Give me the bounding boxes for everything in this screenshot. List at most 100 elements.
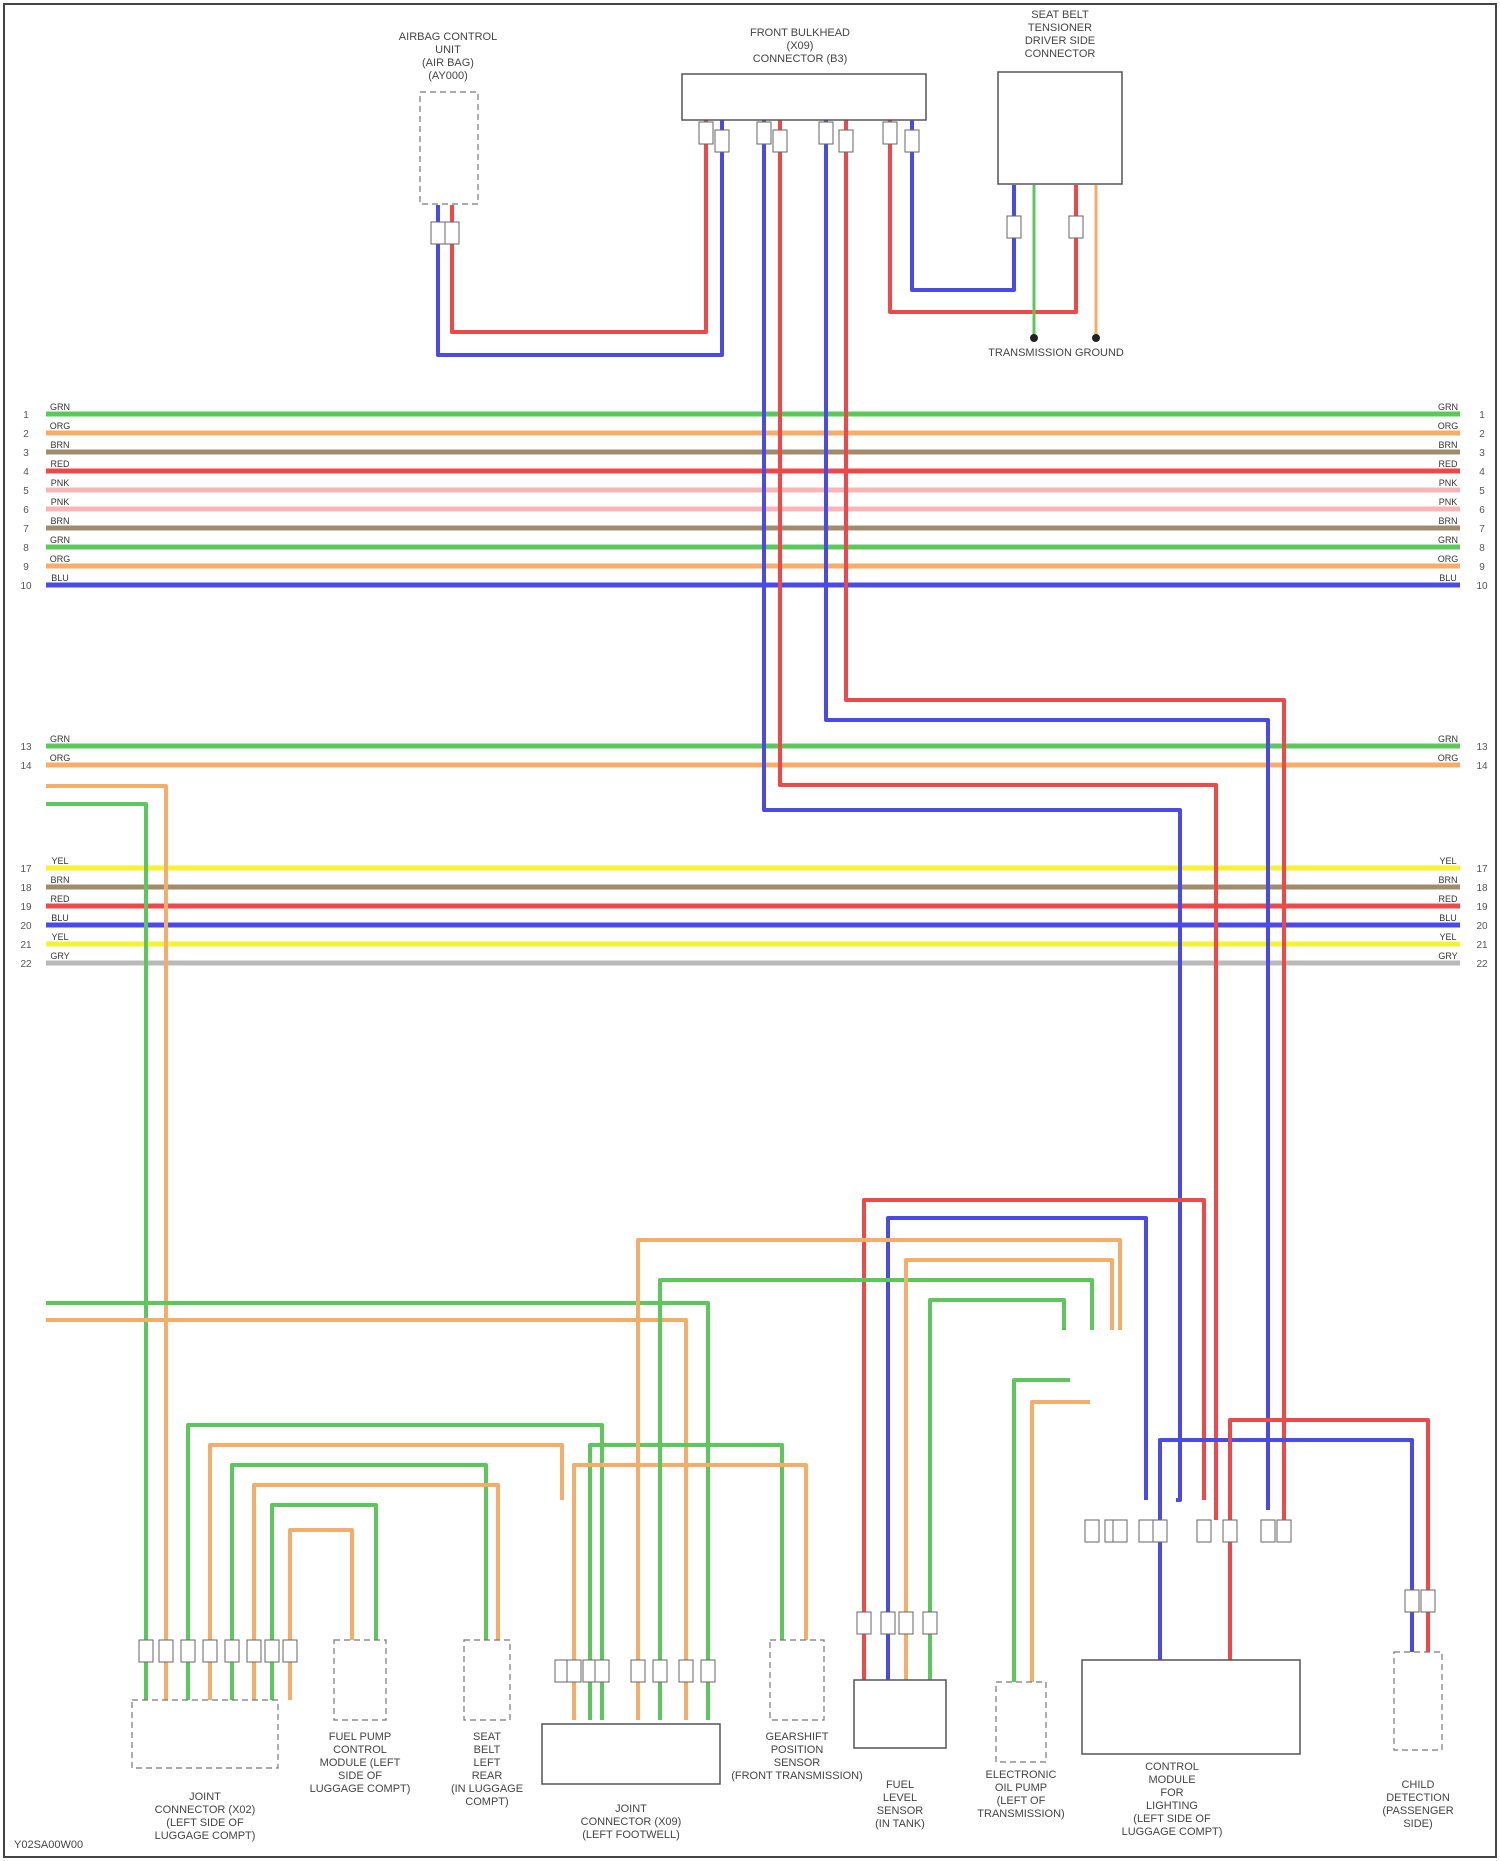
- bottom-2-label-line-3: SIDE OF: [338, 1770, 382, 1782]
- bottom-1-label-line-3: LUGGAGE COMPT): [155, 1830, 256, 1842]
- diagram-border: [4, 4, 1496, 1857]
- wire-oilpump-green: [1014, 1380, 1070, 1682]
- seatbelt-connector-label-line-2: DRIVER SIDE: [1025, 35, 1095, 47]
- bus-num-left-22: 22: [20, 959, 32, 970]
- x09-pin-tab-6: [679, 1660, 693, 1682]
- airbag-module-label-line-1: UNIT: [435, 44, 461, 56]
- bus-num-right-21: 21: [1476, 940, 1488, 951]
- bus-num-right-10: 10: [1476, 581, 1488, 592]
- bus-code-right-10: BLU: [1439, 573, 1457, 583]
- bottom-3-label-line-0: SEAT: [473, 1731, 501, 1743]
- bus-num-right-17: 17: [1476, 864, 1488, 875]
- airbag-module-label-line-3: (AY000): [428, 70, 468, 82]
- bottom-2-label-line-0: FUEL PUMP: [329, 1731, 392, 1743]
- bus-code-right-22: GRY: [1438, 951, 1457, 961]
- bus-num-left-3: 3: [23, 448, 29, 459]
- bottom-1-label-line-2: (LEFT SIDE OF: [166, 1817, 244, 1829]
- bottom-8-label-line-1: MODULE: [1148, 1774, 1195, 1786]
- bottom-1-label-line-0: JOINT: [189, 1791, 221, 1803]
- bus-num-right-13: 13: [1476, 742, 1488, 753]
- bus-num-left-1: 1: [23, 410, 29, 421]
- bus-code-right-13: GRN: [1438, 734, 1458, 744]
- bottom-7-label-line-1: OIL PUMP: [995, 1782, 1047, 1794]
- bottom-8-label-line-2: FOR: [1160, 1787, 1183, 1799]
- lighting-pin-tab-4: [1153, 1520, 1167, 1542]
- bottom-9-label-line-0: CHILD: [1401, 1779, 1434, 1791]
- wire-loop-green-1: [660, 1280, 1092, 1720]
- fuel-pump-module-box: [334, 1640, 386, 1720]
- dash-panel-connector-box: [682, 74, 926, 120]
- bus-num-right-9: 9: [1479, 562, 1485, 573]
- wire-loop-orange-1: [638, 1240, 1120, 1720]
- wire-harness-green-3: [272, 1505, 376, 1700]
- bus-num-left-17: 17: [20, 864, 32, 875]
- bottom-9-label-line-3: SIDE): [1403, 1818, 1432, 1830]
- bus-code-right-3: BRN: [1438, 440, 1457, 450]
- x09-pin-tab-3: [595, 1660, 609, 1682]
- bottom-9-label-line-2: (PASSENGER: [1382, 1805, 1453, 1817]
- lighting-pin-tab-7: [1261, 1520, 1275, 1542]
- bus-code-right-4: RED: [1438, 459, 1458, 469]
- bottom-8-label-line-5: LUGGAGE COMPT): [1122, 1826, 1223, 1838]
- airbag-module-box: [420, 92, 478, 204]
- x02-pin-tab-5: [247, 1640, 261, 1662]
- bottom-4-label-line-1: CONNECTOR (X09): [581, 1816, 682, 1828]
- child-pin-tab-1: [1421, 1590, 1435, 1612]
- seatbelt-connector-label-line-3: CONNECTOR: [1025, 48, 1096, 60]
- bus-code-left-19: RED: [50, 894, 70, 904]
- fuel-level-sensor-box: [854, 1680, 946, 1748]
- bottom-6-label-line-2: SENSOR: [877, 1805, 924, 1817]
- bus-code-right-8: GRN: [1438, 535, 1458, 545]
- lighting-pin-tab-2: [1113, 1520, 1127, 1542]
- bottom-3-label-line-4: (IN LUGGAGE: [451, 1783, 523, 1795]
- bus-num-right-22: 22: [1476, 959, 1488, 970]
- joint-connector-x09-box: [542, 1724, 720, 1784]
- wire-airbag-red: [452, 120, 706, 332]
- x02-pin-tab-3: [203, 1640, 217, 1662]
- bus-code-left-6: PNK: [51, 497, 70, 507]
- bottom-3-label-line-5: COMPT): [465, 1796, 508, 1808]
- x09-pin-tab-7: [701, 1660, 715, 1682]
- x09-pin-tab-4: [631, 1660, 645, 1682]
- dash-panel-connector-label-line-2: CONNECTOR (B3): [753, 53, 848, 65]
- dash-pin-tab-1: [715, 130, 729, 152]
- bottom-3-label-line-3: REAR: [472, 1770, 503, 1782]
- wire-airbag-blue: [438, 120, 722, 355]
- bus-num-left-8: 8: [23, 543, 29, 554]
- bus-code-right-6: PNK: [1439, 497, 1458, 507]
- lighting-pin-tab-3: [1139, 1520, 1153, 1542]
- bottom-5-label-line-1: POSITION: [771, 1744, 824, 1756]
- bus-num-left-20: 20: [20, 921, 32, 932]
- bottom-1-label-line-1: CONNECTOR (X02): [155, 1804, 256, 1816]
- bus-num-left-5: 5: [23, 486, 29, 497]
- bottom-5-label-line-2: SENSOR: [774, 1757, 821, 1769]
- dash-pin-tab-6: [883, 122, 897, 144]
- wire-harness-green-1: [188, 1425, 602, 1720]
- bottom-2-label-line-1: CONTROL: [333, 1744, 387, 1756]
- bus-code-left-3: BRN: [50, 440, 69, 450]
- bus-code-left-9: ORG: [50, 554, 71, 564]
- wire-child-red: [1230, 1420, 1428, 1660]
- wire-harness-orange-3: [290, 1530, 352, 1700]
- x09-pin-tab-5: [653, 1660, 667, 1682]
- bus-num-left-14: 14: [20, 761, 32, 772]
- bus-code-left-22: GRY: [50, 951, 69, 961]
- bus-code-right-1: GRN: [1438, 402, 1458, 412]
- seatbelt-connector-label-line-0: SEAT BELT: [1031, 9, 1089, 21]
- bottom-3-label-line-1: BELT: [474, 1744, 501, 1756]
- ground-point-1: [1030, 334, 1038, 342]
- bus-code-left-2: ORG: [50, 421, 71, 431]
- bus-code-left-14: ORG: [50, 753, 71, 763]
- fuel-level-pin-tab-0: [857, 1612, 871, 1634]
- fuel-level-pin-tab-1: [881, 1612, 895, 1634]
- seatbelt-pin-tab-0: [1007, 216, 1021, 238]
- bus-code-left-20: BLU: [51, 913, 69, 923]
- footer-code: Y02SA00W00: [14, 1839, 83, 1851]
- bus-num-right-6: 6: [1479, 505, 1485, 516]
- bottom-8-label-line-4: (LEFT SIDE OF: [1133, 1813, 1211, 1825]
- bottom-2-label-line-4: LUGGAGE COMPT): [310, 1783, 411, 1795]
- bottom-3-label-line-2: LEFT: [474, 1757, 501, 1769]
- bus-code-left-18: BRN: [50, 875, 69, 885]
- seatbelt-pin-tab-1: [1069, 216, 1083, 238]
- dash-pin-tab-2: [757, 122, 771, 144]
